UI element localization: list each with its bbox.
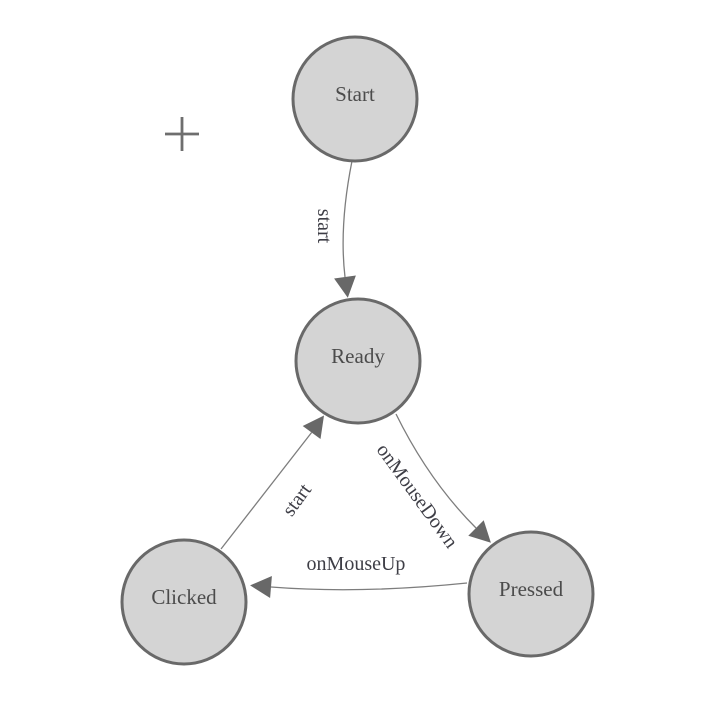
edge-ready-to-pressed[interactable]: onMouseDown bbox=[372, 413, 491, 553]
node-clicked[interactable]: Clicked bbox=[120, 538, 248, 666]
edge-label-ready-to-pressed: onMouseDown bbox=[372, 440, 462, 553]
edge-start-to-ready[interactable]: start bbox=[313, 160, 356, 298]
edge-label-clicked-to-ready: start bbox=[278, 479, 316, 520]
arrowhead-icon bbox=[302, 415, 324, 439]
edge-clicked-to-ready[interactable]: start bbox=[220, 415, 324, 550]
node-label-ready: Ready bbox=[331, 344, 385, 368]
edge-pressed-to-clicked[interactable]: onMouseUp bbox=[250, 553, 468, 598]
arrowhead-icon bbox=[250, 576, 272, 598]
node-circle bbox=[120, 538, 248, 666]
node-circle bbox=[291, 35, 419, 163]
crosshair-plus-icon bbox=[165, 117, 199, 151]
arrowhead-icon bbox=[468, 520, 491, 543]
arrowhead-icon bbox=[334, 275, 356, 298]
node-circle bbox=[294, 297, 422, 425]
edge-wire bbox=[220, 432, 313, 550]
node-ready[interactable]: Ready bbox=[294, 297, 422, 425]
node-label-start: Start bbox=[335, 82, 375, 106]
node-label-clicked: Clicked bbox=[151, 585, 217, 609]
node-start[interactable]: Start bbox=[291, 35, 419, 163]
edge-wire bbox=[395, 413, 477, 529]
edge-wire bbox=[270, 582, 468, 591]
node-label-pressed: Pressed bbox=[499, 577, 564, 601]
node-pressed[interactable]: Pressed bbox=[467, 530, 595, 658]
edge-label-start-to-ready: start bbox=[313, 209, 335, 244]
edge-wire bbox=[342, 160, 353, 278]
node-circle bbox=[467, 530, 595, 658]
edge-label-pressed-to-clicked: onMouseUp bbox=[307, 553, 406, 575]
